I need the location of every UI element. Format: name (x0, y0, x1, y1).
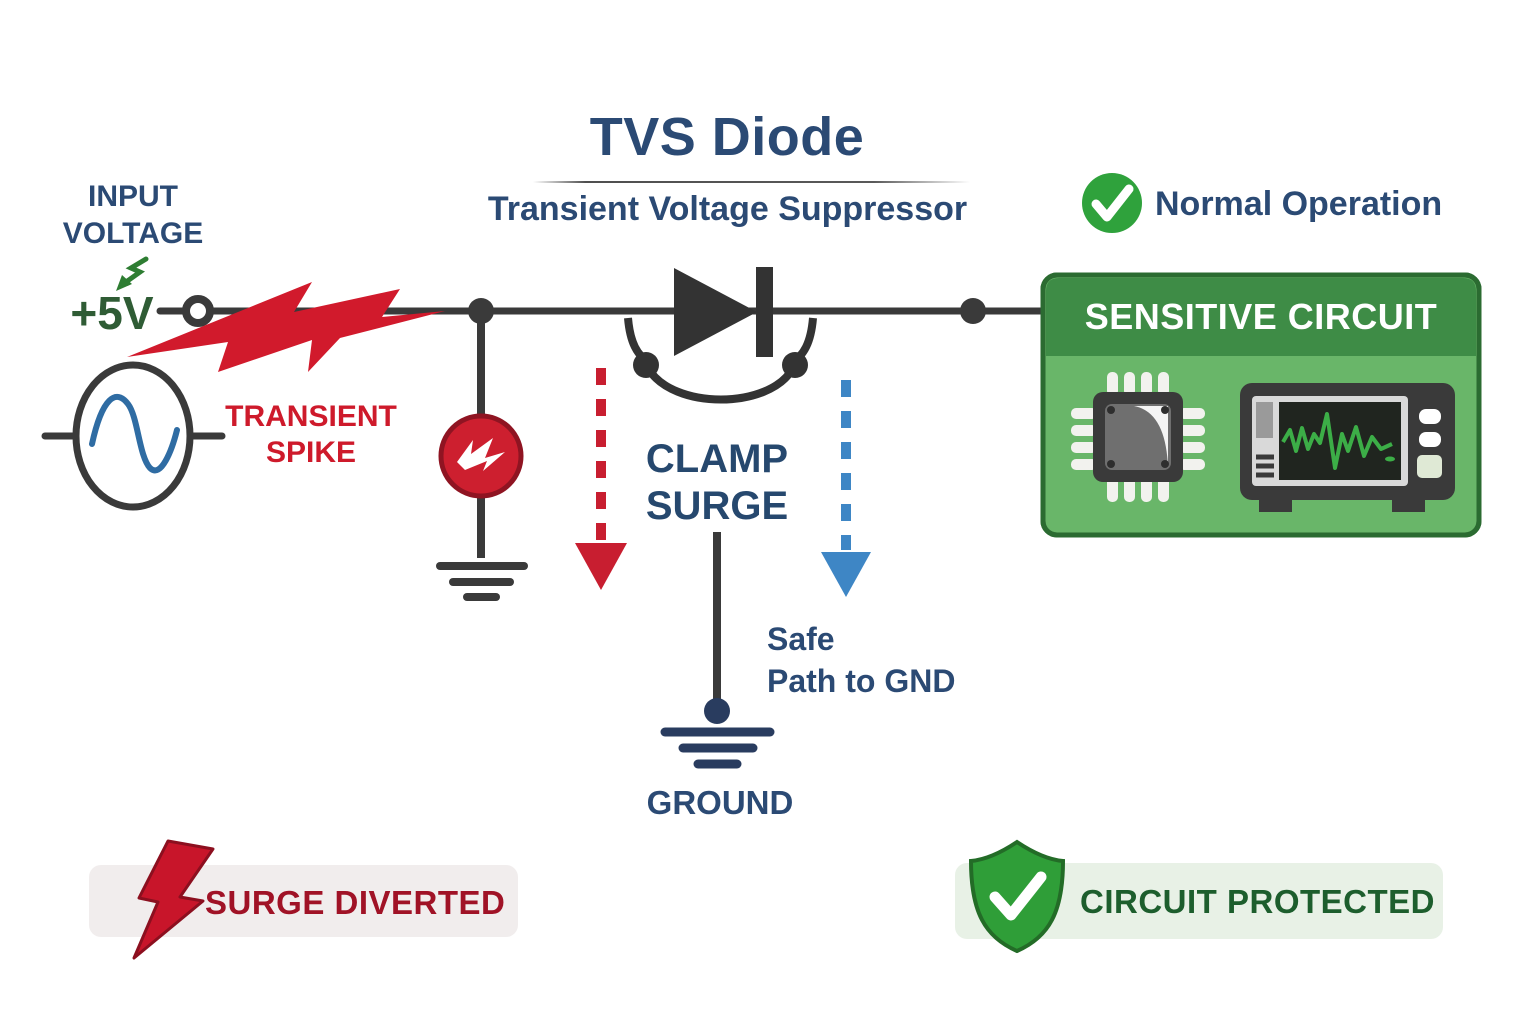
box-header (1046, 278, 1476, 356)
clamp-label-line2: SURGE (645, 484, 789, 528)
ground-icon-center (660, 727, 775, 769)
supply-voltage-value: +5V (70, 287, 154, 339)
surge-bolt-icon (127, 282, 445, 372)
clamp-arrow-red-icon (575, 368, 627, 590)
tvs-clamp-icon (438, 413, 524, 499)
circuit-protected-label: CIRCUIT PROTECTED (1080, 883, 1435, 920)
surge-badge (89, 839, 518, 960)
clamp-surge-label: CLAMP SURGE (617, 436, 817, 530)
ac-source-icon (41, 361, 226, 511)
check-circle-icon (1082, 173, 1142, 233)
transient-spike-label: TRANSIENT SPIKE (211, 399, 411, 471)
clamp-bolt-glyph (457, 438, 505, 471)
spike-label-line1: TRANSIENT (225, 400, 397, 433)
shield-icon (968, 839, 1066, 954)
waveform-trace (1281, 412, 1393, 470)
spike-label-line2: SPIKE (265, 436, 357, 469)
chip-icon (1071, 372, 1205, 502)
bypass-arc-icon (624, 317, 817, 404)
input-label-line2: VOLTAGE (62, 217, 204, 250)
ground-icon-left (436, 562, 528, 601)
input-label-line1: INPUT (88, 180, 178, 213)
junction-dot-right (960, 298, 986, 324)
input-voltage-label: INPUT VOLTAGE (33, 178, 233, 252)
safe-path-label: Safe Path to GND (767, 618, 955, 702)
surge-diverted-label: SURGE DIVERTED (205, 884, 506, 921)
diode-icon (674, 267, 773, 357)
sine-wave-icon (89, 393, 180, 474)
gnd-arrow-blue-icon (821, 380, 871, 597)
page-title: TVS Diode (589, 107, 865, 167)
ground-label: GROUND (646, 784, 794, 821)
ground-node-dot (704, 698, 730, 724)
input-terminal-icon (182, 295, 214, 327)
page-subtitle: Transient Voltage Suppressor (487, 190, 968, 228)
oscilloscope-icon (1240, 383, 1455, 512)
safe-label-line1: Safe (767, 621, 835, 657)
sensitive-circuit-title: SENSITIVE CIRCUIT (1084, 296, 1438, 337)
lightning-icon (132, 839, 215, 960)
clamp-label-line1: CLAMP (645, 437, 789, 481)
safe-label-line2: Path to GND (767, 663, 956, 699)
protected-badge (955, 839, 1443, 954)
title-divider (533, 181, 970, 183)
normal-operation-label: Normal Operation (1155, 185, 1443, 223)
green-arrow-icon (116, 256, 149, 291)
